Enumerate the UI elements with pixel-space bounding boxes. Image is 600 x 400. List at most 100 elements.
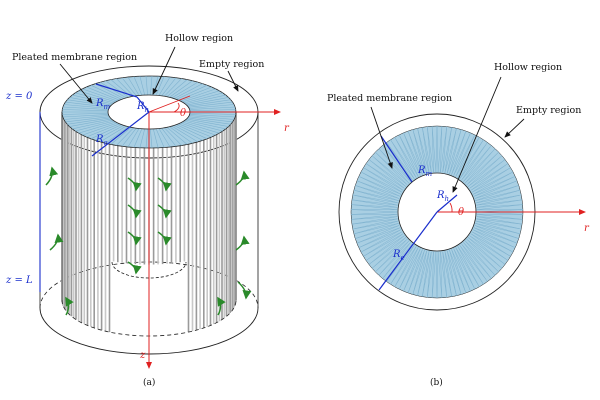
top-pleat-line [189,104,235,109]
pleat-line [365,233,405,261]
top-pleat-line [62,109,109,112]
top-pleat-line [90,84,122,100]
pleat-line [466,155,503,187]
flow-arrow [127,261,142,275]
pleat-line [442,251,452,297]
top-pleat-line [176,124,208,140]
pleat-line [350,211,398,215]
rm-label-b: Rm [417,165,433,178]
top-pleat-line [166,79,188,97]
top-pleat-line [185,119,226,130]
top-pleat-line [180,88,216,102]
pleat-line [394,246,419,288]
pleat-line [457,244,484,285]
pleat-line [378,148,411,184]
flow-arrow [235,170,250,186]
pleat-line [431,251,437,298]
pleat-line [472,176,516,197]
rh-label: Rh [136,101,149,114]
pleat-line [356,180,401,199]
pleat-line [363,231,404,257]
top-pleat-line [161,128,177,147]
pleat-line [471,171,514,195]
re-radius-b [378,211,438,291]
flow-arrow [127,204,142,219]
rh-radius-line [136,96,150,113]
top-pleat-line [164,127,182,146]
pleat-line [360,229,403,253]
top-pleat-line [133,76,143,96]
top-pleat-line [171,81,198,99]
re-label: Re [95,134,108,147]
top-pleat-line [133,128,143,148]
pleat-line [474,185,519,201]
top-pleat-line [110,127,132,145]
pleat-line [356,225,401,244]
flow-arrow [235,235,250,251]
pleat-line [451,132,471,176]
pleat-line [363,167,404,193]
z-axis-label: z [139,350,146,361]
top-pleat-line [86,86,120,101]
pleat-line [352,194,399,206]
pleat-line [446,249,462,295]
pleat-line [469,233,509,261]
top-pleat-line [75,120,115,132]
top-pleat-line [174,125,203,141]
top-pleat-line [188,101,233,108]
z-bottom-label: z = L [5,275,33,286]
top-pleat-line [189,112,236,115]
top-pleat-line [150,75,153,96]
pleat-line [360,171,403,195]
top-pleat-line [105,80,129,98]
pleat-line [351,199,398,208]
pleat-line [476,209,524,213]
top-pleat-line [189,106,236,110]
pleat-line [412,249,428,295]
top-pleat-line [82,122,118,136]
top-pleat-line [63,115,109,120]
hollow-label-a: Hollow region [165,33,233,44]
pleat-line [437,251,443,298]
top-pleat-line [62,114,109,118]
top-pleat-line [145,75,148,96]
top-pleat-line [90,124,122,140]
empty-label-a: Empty region [199,59,264,70]
pleat-line [440,251,448,298]
pleat-line [463,148,496,184]
top-pleat-line [86,123,120,138]
top-pleat-line [105,126,129,144]
top-pleat-line [161,77,177,96]
pleat-line [469,163,509,191]
empty-pointer-a [227,70,239,92]
top-pleat-line [75,92,115,104]
pleat-line [459,142,488,181]
top-pleat-line [121,77,137,96]
top-pleat-line [186,118,229,127]
pleat-line [467,235,506,265]
flow-arrow [157,177,172,192]
pleat-line [467,159,506,189]
flow-arrow [65,296,74,316]
pleat-line [444,128,457,174]
pleat-line [442,127,452,173]
pleat-line [422,251,432,297]
top-pleat-line [116,78,134,97]
pleat-line [475,189,521,204]
pleated-membrane-body [61,112,237,333]
pleat-line [473,180,518,199]
pleat-line [426,126,434,173]
top-pleat-line [100,125,127,143]
pleat-line [365,163,405,191]
pleat-line [398,247,421,290]
pleat-line [417,128,430,174]
r-axis-label: r [284,123,290,134]
pleated-pointer-a [59,63,93,104]
rm-label: Rm [95,98,111,111]
top-pleat-line [186,97,229,106]
pleat-line [358,227,402,248]
pleat-line [472,227,516,248]
top-pleat-line [62,106,109,110]
pleat-line [371,237,408,269]
pleat-line [437,126,443,173]
